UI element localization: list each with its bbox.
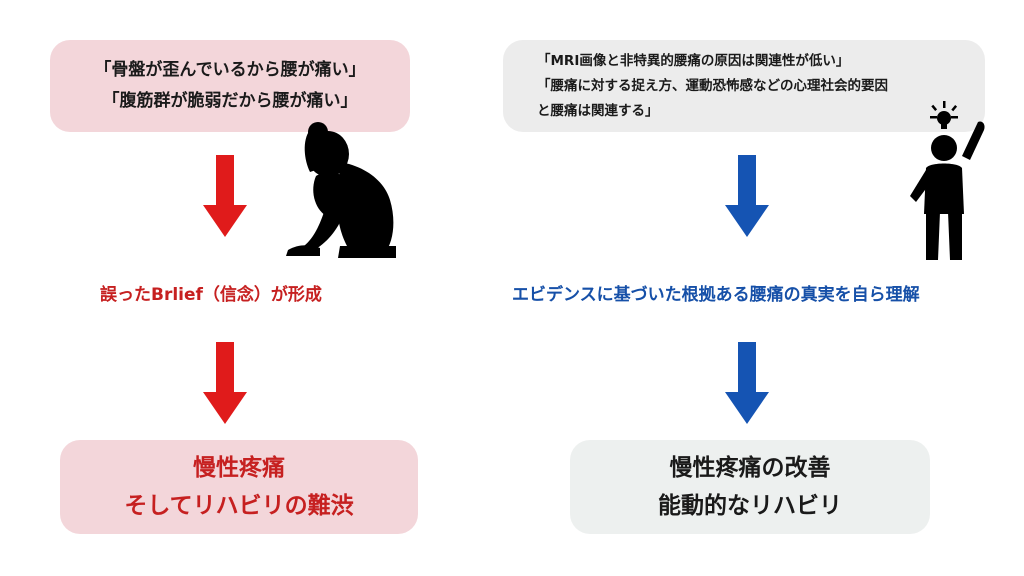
outcome-line: 能動的なリハビリ [658,493,842,519]
outcome-line: 慢性疼痛 [193,455,285,481]
evidence-line: 「MRI画像と非特異的腰痛の原因は関連性が低い」 [537,52,850,69]
person-idea-lightbulb-icon [910,101,985,260]
outcome-line: そしてリハビリの難渋 [124,493,354,519]
misbelief-formed-text: 誤ったBrlief（信念）が形成 [100,285,322,305]
left-down-arrow-2 [203,342,247,424]
evidence-line: 「腰痛に対する捉え方、運動恐怖感などの心理社会的要因 [537,77,888,94]
misbelief-line: 「骨盤が歪んでいるから腰が痛い」 [94,60,366,80]
improvement-outcome-box: 慢性疼痛の改善 能動的なリハビリ [570,440,930,534]
right-down-arrow-2 [725,342,769,424]
misbelief-box: 「骨盤が歪んでいるから腰が痛い」 「腹筋群が脆弱だから腰が痛い」 [50,40,410,132]
outcome-line: 慢性疼痛の改善 [669,455,831,481]
evidence-box: 「MRI画像と非特異的腰痛の原因は関連性が低い」 「腰痛に対する捉え方、運動恐怖… [503,40,985,132]
chronic-pain-outcome-box: 慢性疼痛 そしてリハビリの難渋 [60,440,418,534]
left-down-arrow-1 [203,155,247,237]
evidence-line: と腰痛は関連する」 [537,102,659,119]
sad-sitting-woman-icon [286,122,396,258]
right-down-arrow-1 [725,155,769,237]
misbelief-line: 「腹筋群が脆弱だから腰が痛い」 [102,91,358,111]
evidence-understanding-text: エビデンスに基づいた根拠ある腰痛の真実を自ら理解 [512,285,920,305]
